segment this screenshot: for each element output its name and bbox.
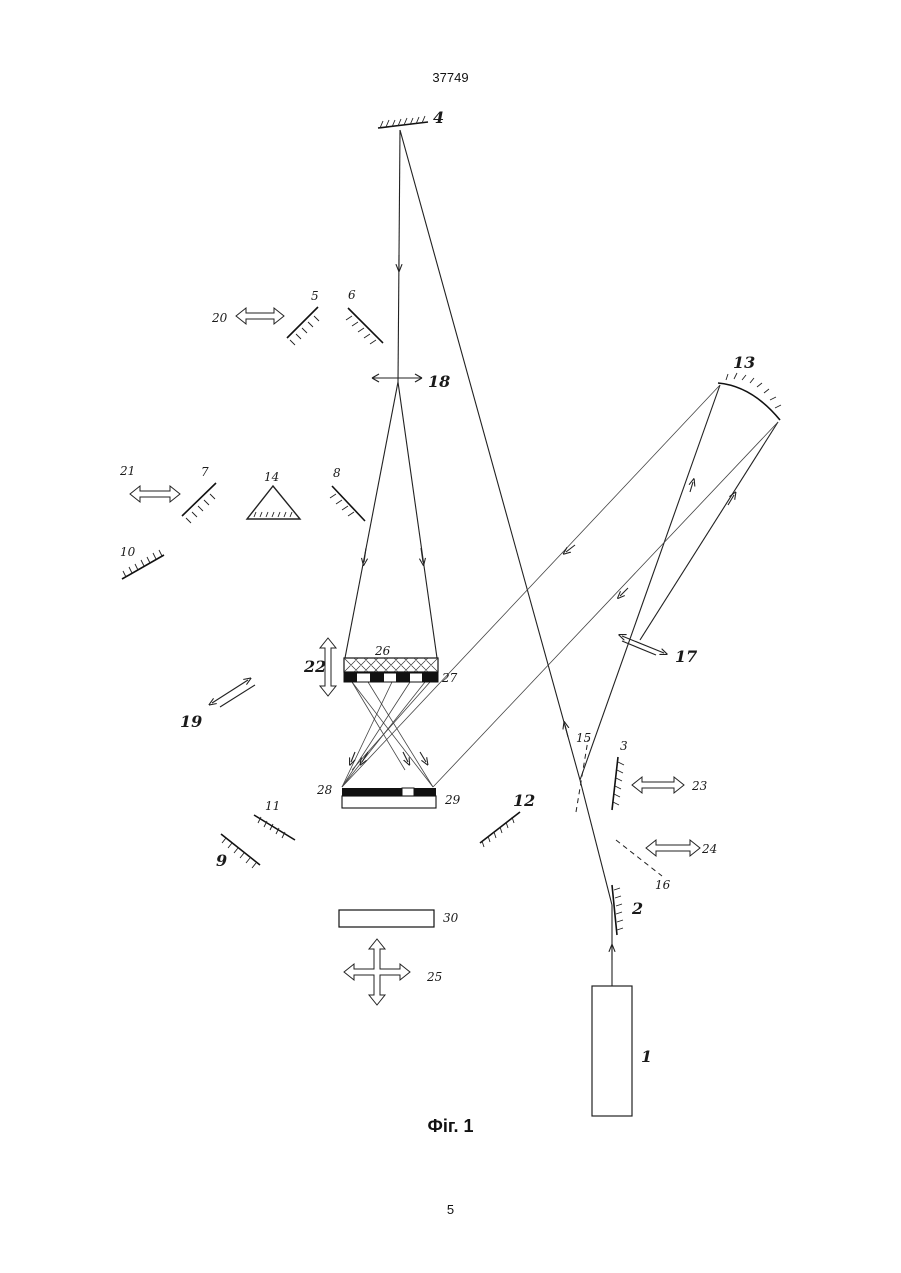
label-25: 25	[426, 970, 442, 984]
label-5: 5	[311, 289, 319, 303]
label-28: 28	[316, 783, 333, 797]
mask-27	[344, 673, 438, 682]
label-19: 19	[180, 712, 202, 731]
hologram-plate-26	[344, 658, 438, 672]
label-4: 4	[433, 108, 444, 127]
label-6: 6	[348, 288, 356, 302]
label-3: 3	[620, 739, 628, 753]
translation-arrow-21	[130, 486, 180, 502]
label-7: 7	[201, 465, 209, 479]
mirror-7	[182, 483, 216, 523]
label-29: 29	[444, 793, 461, 807]
page-number: 5	[0, 1202, 901, 1217]
label-26: 26	[374, 644, 391, 658]
label-8: 8	[333, 466, 341, 480]
mirror-12	[480, 812, 520, 847]
label-2: 2	[631, 899, 643, 918]
mirror-8	[330, 486, 365, 521]
figure-caption: Фіг. 1	[0, 1116, 901, 1137]
label-30: 30	[443, 911, 459, 925]
label-18: 18	[428, 372, 450, 391]
mirror-13	[718, 373, 781, 420]
label-13: 13	[733, 353, 755, 372]
diagram-labels: 4 5 6 20 18 13 21 7 14 8 10 26 27 22 17 …	[119, 108, 755, 1066]
beam-paths	[342, 130, 778, 986]
beamsplitter-15	[576, 740, 588, 812]
mirror-4	[378, 116, 428, 128]
translation-arrow-20	[236, 308, 284, 324]
laser-source-1	[592, 986, 632, 1116]
translation-arrow-24	[646, 840, 700, 856]
label-24: 24	[701, 842, 717, 856]
label-1: 1	[641, 1047, 652, 1066]
label-23: 23	[691, 779, 708, 793]
mirror-11	[254, 815, 295, 840]
label-17: 17	[675, 647, 697, 666]
label-15: 15	[576, 731, 591, 745]
element-17	[622, 636, 664, 655]
lens-18	[372, 374, 422, 382]
element-19	[212, 680, 255, 707]
label-9: 9	[216, 851, 227, 870]
mirror-5	[287, 307, 319, 345]
prism-14	[247, 486, 300, 519]
mirror-3	[612, 757, 624, 810]
mirror-2	[612, 885, 623, 935]
label-20: 20	[211, 311, 228, 325]
label-10: 10	[120, 545, 136, 559]
label-12: 12	[513, 791, 535, 810]
label-22: 22	[303, 657, 326, 676]
translation-arrow-25	[344, 939, 410, 1005]
translation-arrow-23	[632, 777, 684, 793]
label-14: 14	[264, 470, 279, 484]
label-16: 16	[655, 878, 671, 892]
label-11: 11	[265, 799, 280, 813]
screen-30	[339, 910, 434, 927]
mirror-6	[346, 308, 383, 344]
plate-28-29	[342, 788, 436, 808]
label-27: 27	[441, 671, 458, 685]
label-21: 21	[119, 464, 135, 478]
